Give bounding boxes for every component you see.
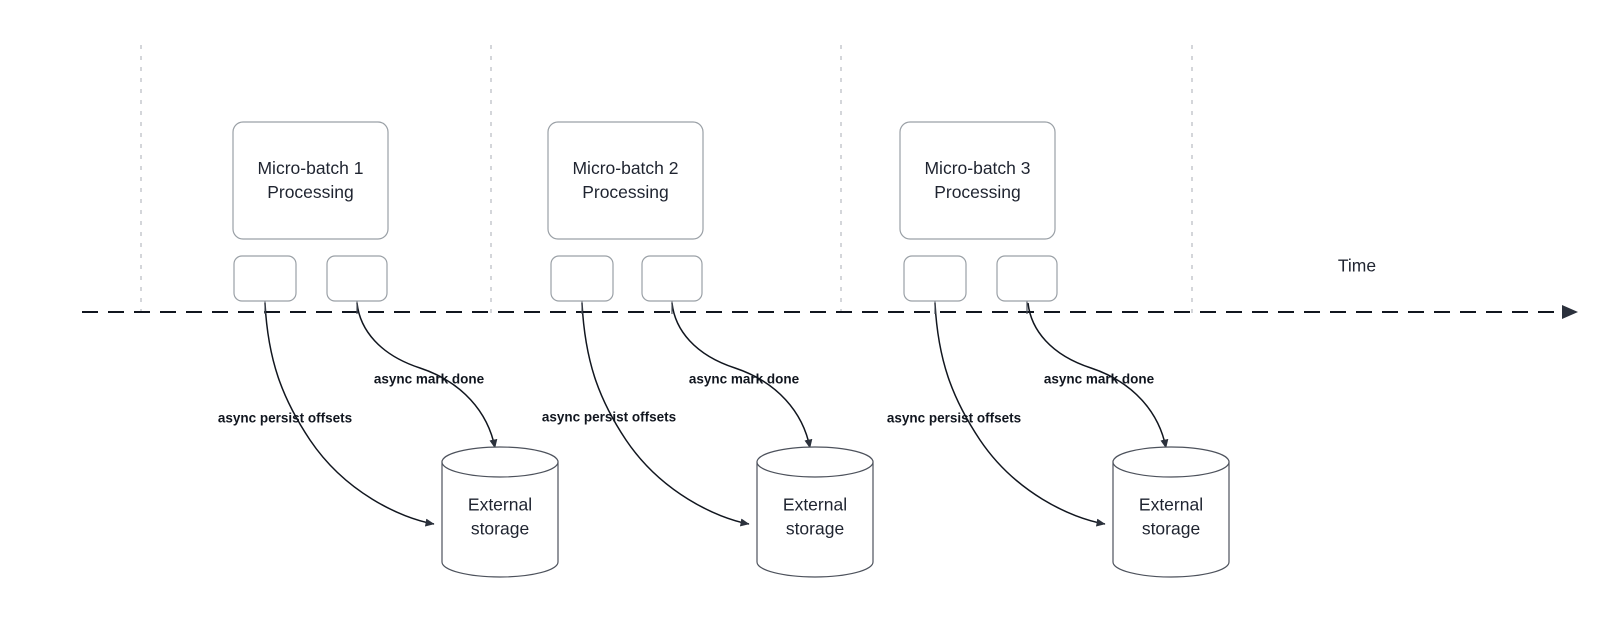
group-3-async-mark-done-edge [1027,302,1169,449]
storage-label-line2: storage [1142,519,1200,539]
task-box-rect[interactable] [903,255,967,302]
process-box-rect[interactable] [232,121,389,240]
process-box-rect[interactable] [547,121,704,240]
process-box-label-line2: Processing [582,182,669,202]
batch-boundary-gridlines [140,45,1193,316]
diagram-labels: async persist offsets async mark done asyn… [218,372,1155,426]
flow-path [581,302,750,527]
group-1-persist-offsets-task[interactable] [233,255,297,302]
async-mark-done-label: async mark done [689,372,800,387]
process-box-label-line1: Micro-batch 1 [257,158,363,178]
group-3-persist-offsets-task[interactable] [903,255,967,302]
flow-path [1027,302,1169,449]
time-axis-arrowhead-icon [1562,305,1578,319]
storage-label-line1: External [783,495,847,515]
group-1-external-storage[interactable]: External storage [441,446,559,578]
storage-cylinder-top [441,446,559,478]
storage-cylinder-body[interactable] [441,461,559,578]
process-box-rect[interactable] [899,121,1056,240]
time-axis: Time [82,256,1578,319]
group-2-external-storage[interactable]: External storage [756,446,874,578]
group-1-mark-done-task[interactable] [326,255,388,302]
storage-cylinder-body[interactable] [756,461,874,578]
storage-cylinder-top [756,446,874,478]
group-1-async-mark-done-edge [356,302,498,449]
task-box-rect[interactable] [326,255,388,302]
process-box-label-line1: Micro-batch 2 [572,158,678,178]
group-2-mark-done-task[interactable] [641,255,703,302]
group-1-process-box[interactable]: Micro-batch 1 Processing [232,121,389,240]
flow-path [671,302,813,449]
task-box-rect[interactable] [550,255,614,302]
group-3-process-box[interactable]: Micro-batch 3 Processing [899,121,1056,240]
storage-cylinder-body[interactable] [1112,461,1230,578]
async-mark-done-label: async mark done [1044,372,1155,387]
async-persist-offsets-label: async persist offsets [887,411,1021,426]
async-flow-edges [264,301,1169,527]
storage-label-line2: storage [786,519,844,539]
process-box-label-line2: Processing [267,182,354,202]
process-box-label-line2: Processing [934,182,1021,202]
task-box-rect[interactable] [996,255,1058,302]
group-1-async-persist-offsets-edge [264,302,435,527]
async-mark-done-label: async mark done [374,372,485,387]
task-box-rect[interactable] [641,255,703,302]
group-2-process-box[interactable]: Micro-batch 2 Processing [547,121,704,240]
process-box-label-line1: Micro-batch 3 [924,158,1030,178]
storage-label-line2: storage [471,519,529,539]
group-2-async-mark-done-edge [671,302,813,449]
group-2-persist-offsets-task[interactable] [550,255,614,302]
task-box-rect[interactable] [233,255,297,302]
storage-label-line1: External [1139,495,1203,515]
async-persist-offsets-label: async persist offsets [218,411,352,426]
flow-path [356,302,498,449]
async-persist-offsets-label: async persist offsets [542,410,676,425]
storage-label-line1: External [468,495,532,515]
flow-path [264,302,435,527]
group-3-mark-done-task[interactable] [996,255,1058,302]
group-3-external-storage[interactable]: External storage [1112,446,1230,578]
flow-path [934,302,1106,527]
time-axis-label: Time [1338,256,1376,276]
group-3-async-persist-offsets-edge [934,302,1106,527]
group-2-async-persist-offsets-edge [581,302,750,527]
storage-cylinder-top [1112,446,1230,478]
